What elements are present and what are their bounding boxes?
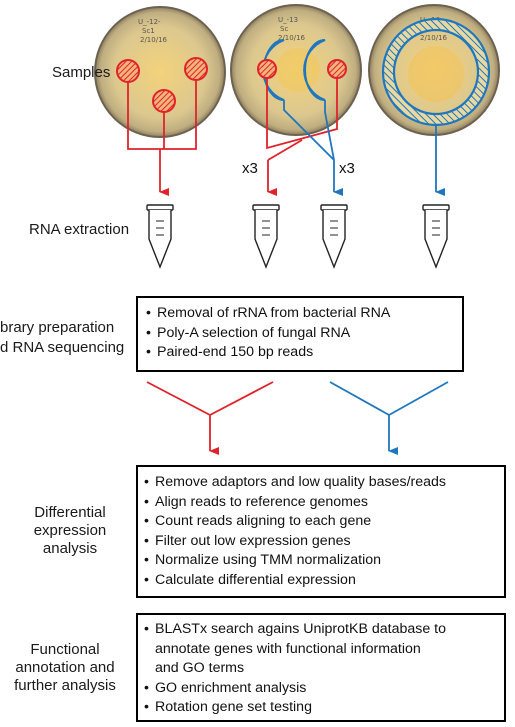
stage-label-samples: Samples (52, 64, 111, 81)
rna-tube-3 (320, 204, 348, 269)
stage-label-functional: Functional annotation and further analys… (2, 641, 128, 695)
stage-label-differential: Differential expression analysis (10, 504, 130, 558)
bacteria-colony-left (116, 59, 140, 83)
bacteria-colony-plate2-left (257, 59, 277, 79)
replicate-multiplier-right: x3 (339, 160, 355, 177)
differential-steps-item: Remove adaptors and low quality bases/re… (142, 473, 500, 493)
stage-label-differential-line2: expression (33, 522, 107, 539)
functional-steps-list: BLASTx search agains UniprotKB database … (142, 620, 500, 718)
plate-1-label-line-3: 2/10/16 (140, 36, 168, 44)
stage-label-rna-extraction: RNA extraction (29, 221, 130, 238)
plate-2-label-line-2: Sc (280, 25, 288, 33)
fungus-ring (381, 17, 491, 127)
plate-1-label-line-1: U_-12- (138, 18, 161, 26)
differential-steps-item: Normalize using TMM normalization (142, 551, 500, 571)
stage-label-library-line1: brary preparation (0, 319, 115, 336)
bacteria-connectors-plate1 (127, 80, 197, 196)
differential-expression-box: Remove adaptors and low quality bases/re… (136, 465, 506, 598)
fungus-crescent-right (303, 39, 326, 101)
bacteria-colony-right (184, 57, 208, 81)
plate-2-label-line-1: U_-13 (278, 16, 298, 24)
functional-steps-item: GO enrichment analysis (142, 679, 500, 699)
functional-steps-item: Rotation gene set testing (142, 698, 500, 718)
functional-steps-item: annotate genes with functional informati… (155, 640, 421, 657)
library-preparation-box: Removal of rRNA from bacterial RNAPoly-A… (136, 296, 464, 372)
stage-label-functional-line3: further analysis (14, 677, 116, 694)
replicate-multiplier-left: x3 (242, 160, 258, 177)
bacteria-colony-bottom (152, 89, 176, 113)
functional-steps-item: and GO terms (155, 660, 245, 677)
stage-label-library-line2: d RNA sequencing (0, 339, 125, 356)
functional-steps-item: BLASTx search agains UniprotKB database … (142, 620, 500, 640)
stage-label-functional-line1: Functional (30, 641, 100, 658)
rna-tube-4 (422, 204, 450, 269)
bacteria-colony-plate2-right (327, 59, 347, 79)
petri-dish-2: U_-13 Sc 2/10/16 (230, 4, 362, 136)
library-steps-list: Removal of rRNA from bacterial RNAPoly-A… (144, 304, 456, 363)
petri-dish-3: U_-16 Sc 2/10/16 (368, 4, 500, 136)
petri-dish-1: U_-12- Sc1 2/10/16 (94, 6, 226, 138)
bacteria-merge-arrow (146, 381, 274, 455)
stage-label-functional-line2: annotation and (15, 659, 115, 676)
plate-3-label-line-3: 2/10/16 (420, 34, 448, 42)
library-steps-item: Poly-A selection of fungal RNA (144, 324, 456, 344)
differential-steps-list: Remove adaptors and low quality bases/re… (142, 473, 500, 591)
differential-steps-item: Filter out low expression genes (142, 532, 500, 552)
rna-tube-1 (146, 204, 174, 269)
differential-steps-item: Calculate differential expression (142, 571, 500, 591)
rna-tube-2 (252, 204, 280, 269)
fungus-crescent-left (262, 39, 285, 101)
differential-steps-item: Align reads to reference genomes (142, 493, 500, 513)
library-steps-item: Removal of rRNA from bacterial RNA (144, 304, 456, 324)
stage-label-differential-line3: analysis (42, 540, 98, 557)
stage-label-differential-line1: Differential (34, 504, 106, 521)
plate-1-label-line-2: Sc1 (142, 27, 155, 35)
library-steps-item: Paired-end 150 bp reads (144, 343, 456, 363)
co-culture-connectors (266, 78, 343, 196)
fungus-merge-arrow (329, 381, 449, 455)
differential-steps-item: Count reads aligning to each gene (142, 512, 500, 532)
plate-2-label-line-3: 2/10/16 (278, 34, 306, 42)
functional-annotation-box: BLASTx search agains UniprotKB database … (136, 613, 506, 722)
